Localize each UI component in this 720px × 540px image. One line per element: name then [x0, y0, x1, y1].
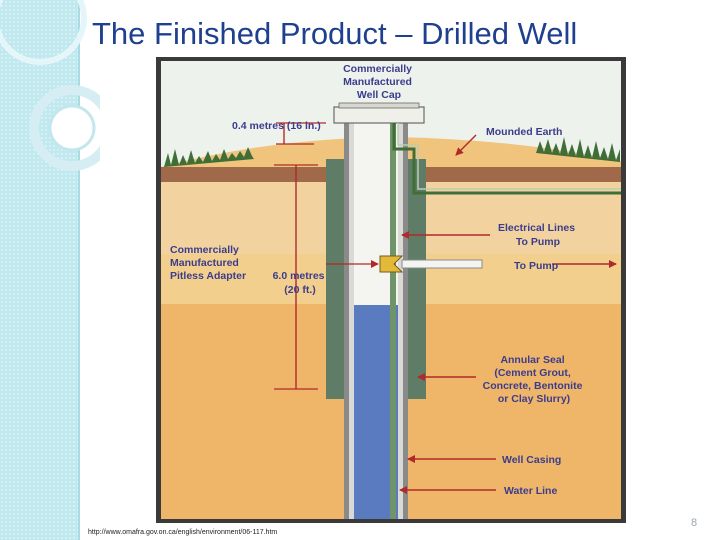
pump-line: [401, 259, 483, 269]
pitless-adapter: [379, 255, 404, 273]
cap-height-label: 0.4 metres (16 in.): [232, 120, 321, 132]
well-cap: [333, 106, 425, 124]
electrical-conduit-highlight: [397, 123, 621, 190]
depth-label: 6.0 metres (20 ft.): [273, 270, 328, 296]
page-number: 8: [691, 517, 698, 529]
cap-height-dimension: [276, 122, 326, 145]
well-casing-label: Well Casing: [502, 454, 561, 466]
slide-title: The Finished Product – Drilled Well: [92, 16, 578, 51]
electrical-conduit: [392, 123, 621, 195]
grass-left: [164, 147, 254, 167]
annular-seal-label: Annular Seal (Cement Grout, Concrete, Be…: [483, 354, 586, 405]
electrical-lines-label: Electrical Lines To Pump: [498, 222, 578, 248]
depth-dimension: [274, 164, 379, 390]
mounded-earth-arrow: [455, 134, 477, 156]
decorative-circles: [0, 0, 100, 171]
source-url: http://www.omafra.gov.on.ca/english/envi…: [88, 529, 278, 536]
well-diagram: Commercially Manufactured Well Cap 0.4 m…: [156, 57, 626, 523]
mounded-earth-label: Mounded Earth: [486, 126, 562, 138]
side-band-edge: [78, 0, 80, 540]
grass-right: [536, 137, 620, 162]
well-cap-label: Commercially Manufactured Well Cap: [343, 63, 415, 101]
to-pump-label: To Pump: [514, 260, 558, 272]
drop-pipe: [390, 122, 396, 519]
well-cap-top: [338, 102, 420, 109]
pitless-adapter-label: Commercially Manufactured Pitless Adapte…: [170, 244, 246, 282]
water-line-label: Water Line: [504, 485, 557, 497]
